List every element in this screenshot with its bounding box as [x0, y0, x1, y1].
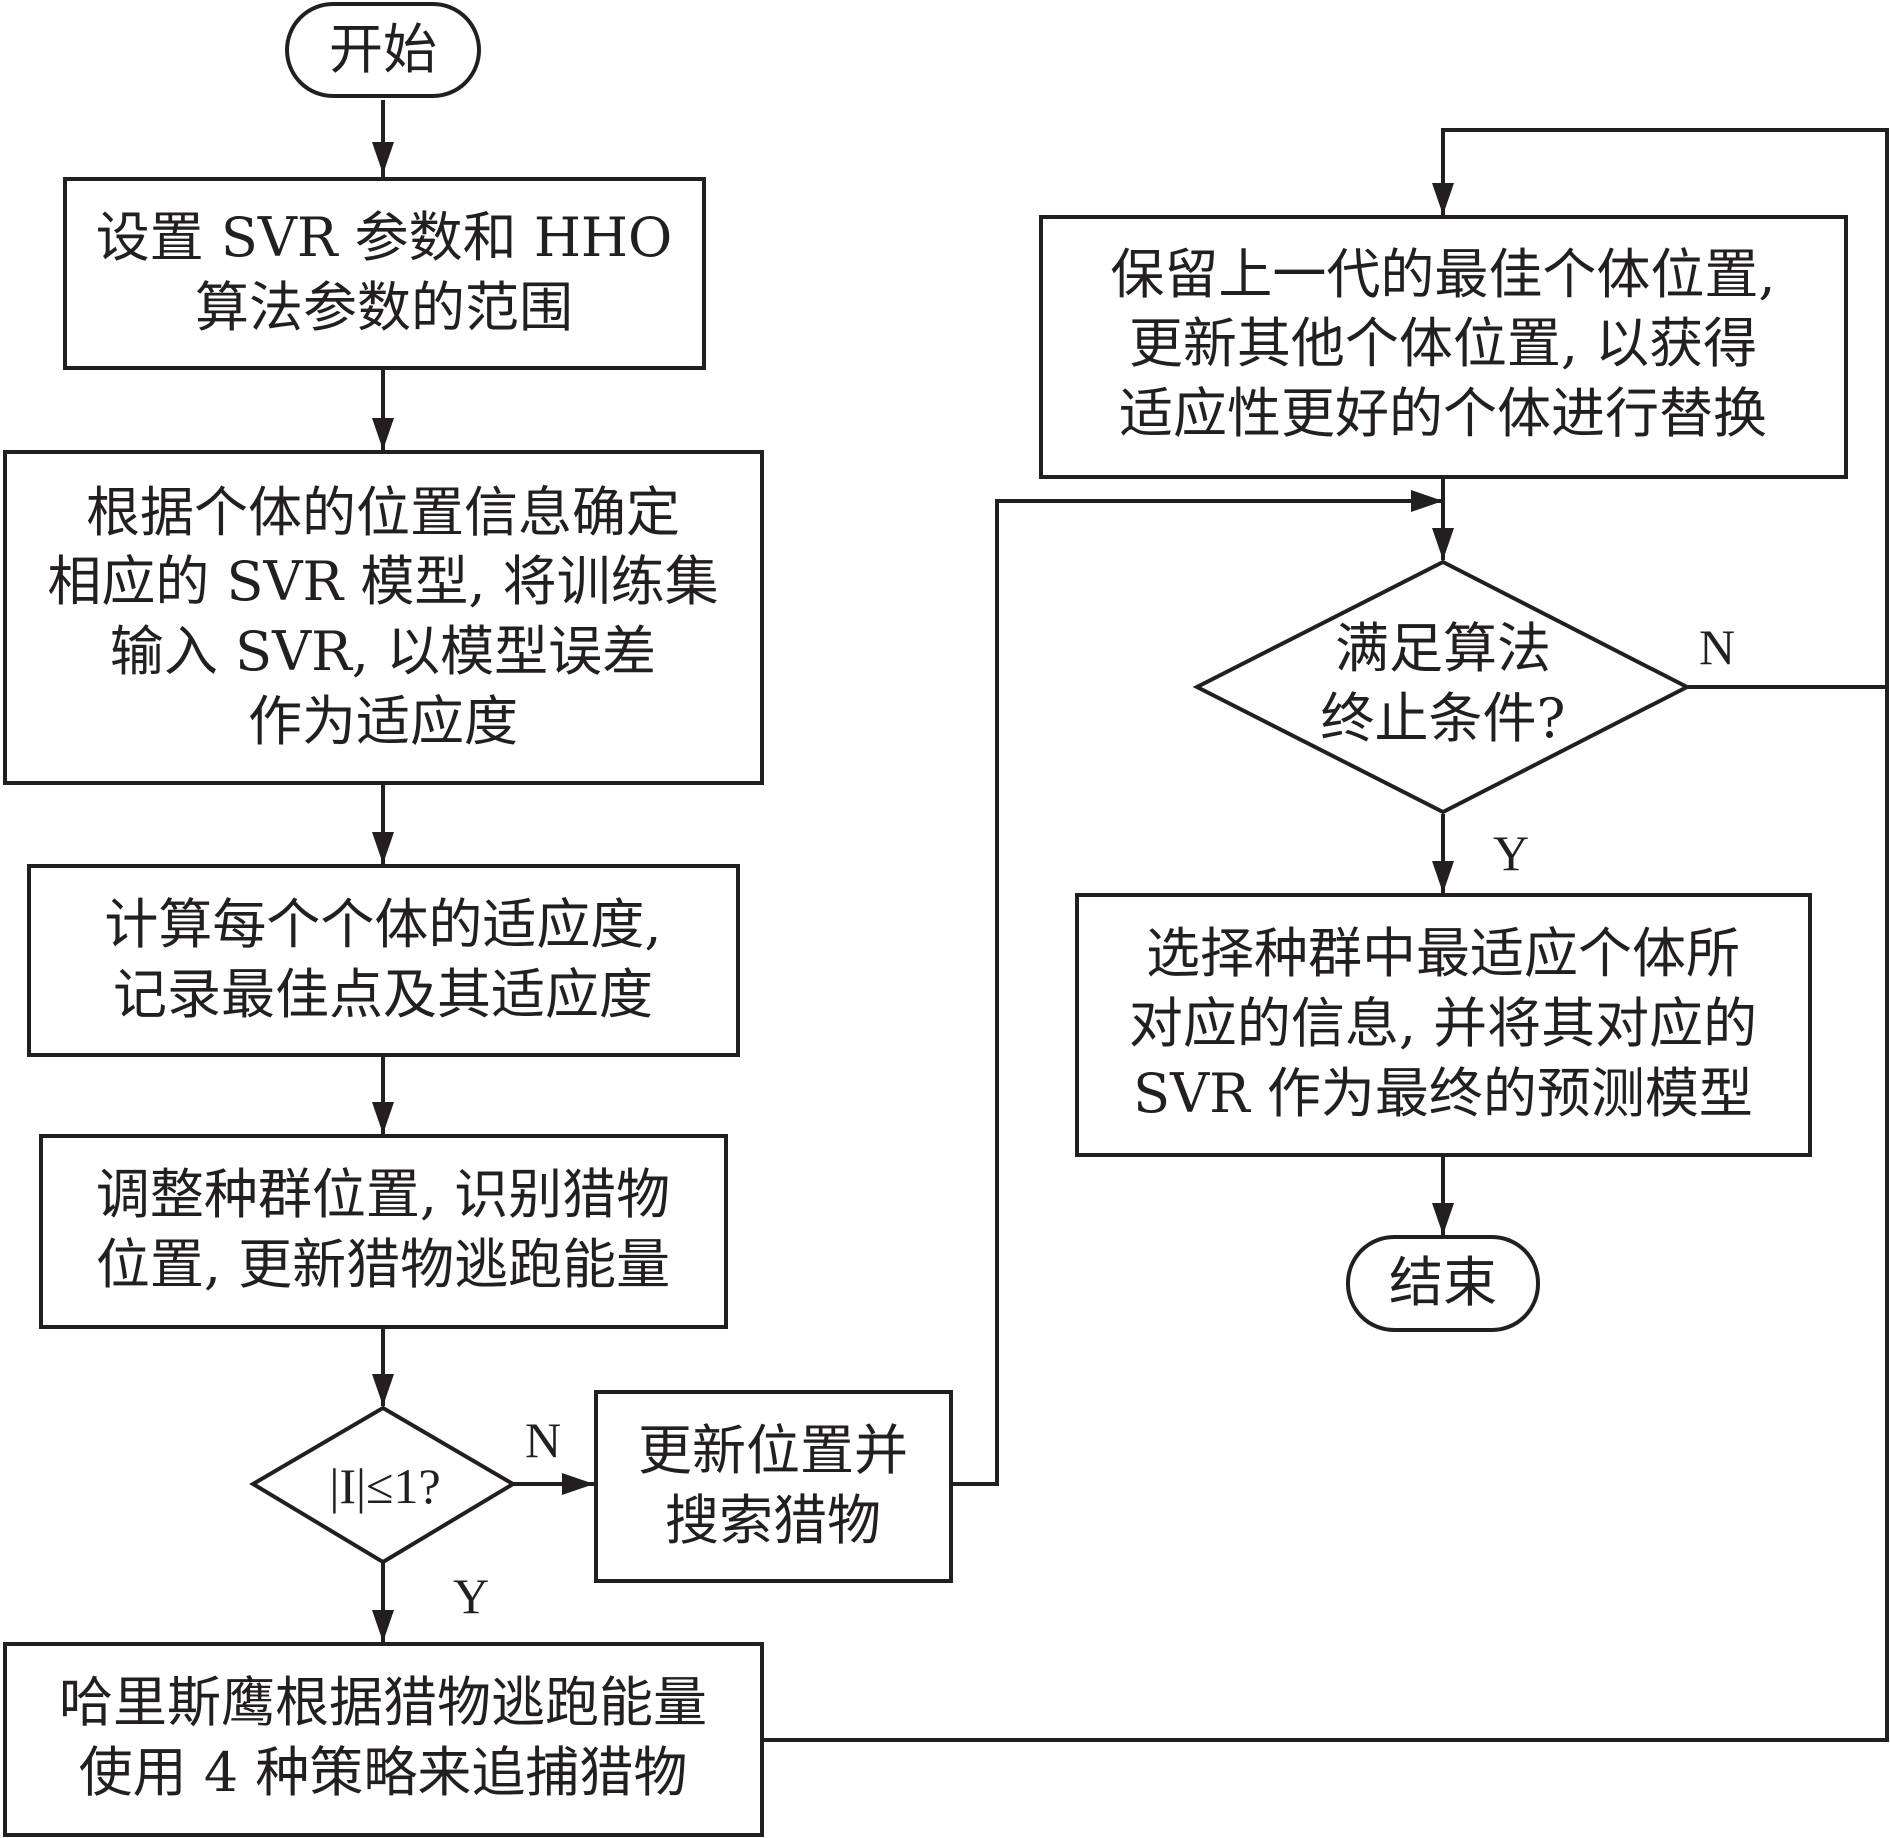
adjust-population-line-2: 位置, 更新猎物逃跑能量: [96, 1233, 670, 1296]
decision-stop-diamond: 满足算法 终止条件?: [1192, 559, 1692, 815]
hawk-strategies-line-2: 使用 4 种策略来追捕猎物: [79, 1741, 688, 1804]
keep-best-box: 保留上一代的最佳个体位置, 更新其他个体位置, 以获得 适应性更好的个体进行替换: [1039, 215, 1848, 479]
start-node: 开始: [285, 2, 481, 98]
select-best-box: 选择种群中最适应个体所 对应的信息, 并将其对应的 SVR 作为最终的预测模型: [1075, 893, 1812, 1157]
update-search-line-1: 更新位置并: [638, 1419, 908, 1482]
arrow-keep-best-to-decision-stop: [1432, 528, 1454, 560]
compute-fitness-line-1: 计算每个个体的适应度,: [104, 893, 661, 956]
select-best-line-3: SVR 作为最终的预测模型: [1133, 1062, 1753, 1125]
determine-model-line-4: 作为适应度: [248, 690, 518, 753]
arrow-decision-energy-no: [562, 1473, 594, 1495]
adjust-population-box: 调整种群位置, 识别猎物 位置, 更新猎物逃跑能量: [39, 1134, 728, 1329]
arrow-select-best-to-end: [1432, 1203, 1454, 1235]
arrow-adjust-population-to-decision-energy: [372, 1374, 394, 1406]
arrow-determine-model-to-compute-fitness: [372, 832, 394, 864]
edge-hawk-to-decision-stop-loop: [764, 128, 1889, 1742]
set-params-box: 设置 SVR 参数和 HHO 算法参数的范围: [63, 177, 706, 370]
decision-stop-line-2: 终止条件?: [1321, 687, 1566, 750]
energy-yes-label: Y: [453, 1568, 489, 1624]
stop-no-label: N: [1699, 619, 1735, 675]
arrow-update-search-to-decision-stop: [1411, 490, 1443, 512]
end-node: 结束: [1346, 1235, 1540, 1332]
hawk-strategies-line-1: 哈里斯鹰根据猎物逃跑能量: [59, 1671, 707, 1734]
keep-best-line-3: 适应性更好的个体进行替换: [1119, 382, 1767, 445]
start-label: 开始: [329, 18, 437, 81]
arrow-compute-fitness-to-adjust-population: [372, 1102, 394, 1134]
hawk-strategies-box: 哈里斯鹰根据猎物逃跑能量 使用 4 种策略来追捕猎物: [3, 1642, 764, 1837]
update-search-line-2: 搜索猎物: [665, 1489, 881, 1552]
compute-fitness-box: 计算每个个体的适应度, 记录最佳点及其适应度: [27, 864, 740, 1057]
update-search-box: 更新位置并 搜索猎物: [594, 1390, 953, 1583]
arrow-start-to-set-params: [372, 142, 394, 174]
determine-model-line-2: 相应的 SVR 模型, 将训练集: [47, 550, 718, 613]
keep-best-line-2: 更新其他个体位置, 以获得: [1129, 312, 1757, 375]
decision-stop-line-1: 满足算法: [1335, 617, 1551, 680]
set-params-line-2: 算法参数的范围: [195, 276, 573, 339]
select-best-line-2: 对应的信息, 并将其对应的: [1129, 992, 1757, 1055]
stop-yes-label: Y: [1493, 825, 1529, 881]
arrow-loop-to-keep-best: [1432, 183, 1454, 215]
determine-model-box: 根据个体的位置信息确定 相应的 SVR 模型, 将训练集 输入 SVR, 以模型…: [3, 450, 764, 785]
arrow-decision-energy-yes: [372, 1610, 394, 1642]
compute-fitness-line-2: 记录最佳点及其适应度: [113, 963, 653, 1026]
end-label: 结束: [1389, 1251, 1497, 1314]
edges: [372, 100, 1889, 1742]
arrow-set-params-to-determine-model: [372, 418, 394, 450]
adjust-population-line-1: 调整种群位置, 识别猎物: [96, 1163, 670, 1226]
determine-model-line-1: 根据个体的位置信息确定: [86, 481, 680, 544]
decision-energy-diamond: |I|≤1?: [249, 1405, 517, 1565]
edge-update-search-to-decision-stop: [951, 499, 1443, 1486]
energy-no-label: N: [525, 1412, 561, 1468]
determine-model-line-3: 输入 SVR, 以模型误差: [110, 620, 656, 683]
keep-best-line-1: 保留上一代的最佳个体位置,: [1110, 243, 1775, 306]
select-best-line-1: 选择种群中最适应个体所: [1146, 922, 1740, 985]
set-params-line-1: 设置 SVR 参数和 HHO: [96, 206, 673, 269]
decision-energy-label: |I|≤1?: [329, 1458, 440, 1514]
arrow-decision-stop-yes: [1432, 861, 1454, 893]
